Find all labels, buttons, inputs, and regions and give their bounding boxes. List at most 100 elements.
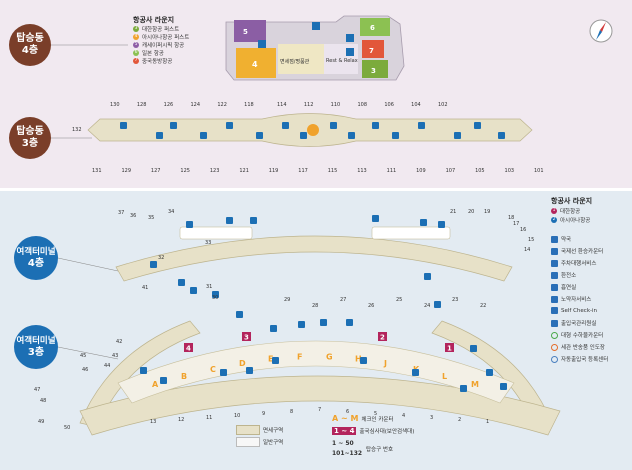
checkin-counter-label: M xyxy=(471,380,479,389)
legend-gates-label: 탑승구 번호 xyxy=(366,447,394,453)
gate-number: 17 xyxy=(513,221,519,227)
service-icon xyxy=(486,369,493,376)
gate-number: 31 xyxy=(206,284,212,290)
gate-number: 105 xyxy=(475,168,485,174)
badge-line2: 3층 xyxy=(21,138,39,149)
legend-checkin: A ~ M 체크인 카운터 xyxy=(332,414,394,423)
service-icon xyxy=(226,122,233,129)
legend-service-item: 노약자서비스 xyxy=(551,295,591,303)
service-icon xyxy=(312,22,320,30)
immigration-zone-icon xyxy=(378,332,387,341)
gate-number: 24 xyxy=(424,303,430,309)
legend-immigration-label: 출국심사대(보안검색대) xyxy=(359,429,415,435)
legend-gates-range2: 101~132 xyxy=(332,450,363,457)
gate-number: 101 xyxy=(534,168,544,174)
gate-number: 1 xyxy=(486,419,489,425)
lounge-number-icon: 4 xyxy=(133,34,139,40)
gate-number: 25 xyxy=(396,297,402,303)
badge-line2: 4층 xyxy=(21,45,39,56)
badge-line1: 여객터미널 xyxy=(16,247,56,257)
service-icon xyxy=(272,357,279,364)
gate-number: 45 xyxy=(80,353,86,359)
gate-number: 50 xyxy=(64,425,70,431)
service-icon xyxy=(190,287,197,294)
concourse-lounge-title: 항공사 라운지 xyxy=(133,16,175,24)
legend-service-item: 흡연실 xyxy=(551,283,576,291)
dutyfree-swatch xyxy=(236,425,260,435)
circle-item-name: 대형 수하물카운터 xyxy=(561,333,604,339)
gate-number: 117 xyxy=(298,168,308,174)
gate-number: 129 xyxy=(121,168,131,174)
service-icon xyxy=(460,385,467,392)
gate-number: 48 xyxy=(40,398,46,404)
circle-item-name: 세관 반송품 인도장 xyxy=(561,345,605,351)
gate-number: 29 xyxy=(284,297,290,303)
service-icon xyxy=(438,221,445,228)
gate-number: 43 xyxy=(112,353,118,359)
gate-number: 115 xyxy=(328,168,338,174)
service-icon xyxy=(178,279,185,286)
service-icon xyxy=(474,122,481,129)
lounge-4-area xyxy=(236,48,276,78)
checkin-counter-label: E xyxy=(268,355,273,364)
checkin-counter-label: H xyxy=(355,355,362,364)
lounge-1-icon xyxy=(258,40,266,48)
immigration-zone-number: 3 xyxy=(244,334,249,342)
service-name: 흡연실 xyxy=(561,285,577,291)
checkin-counter-label: F xyxy=(297,352,302,361)
service-name: Self Check-in xyxy=(561,307,598,314)
service-icon xyxy=(212,291,219,298)
lounge-name: 아시아나항공 퍼스트 xyxy=(142,35,190,41)
service-icon xyxy=(140,367,147,374)
gate-number: 41 xyxy=(142,285,148,291)
legend-service-item: 주차대행서비스 xyxy=(551,259,596,267)
info-icon xyxy=(307,124,319,136)
legend-dutyfree-label: 면세구역 xyxy=(263,428,284,434)
gate-number: 106 xyxy=(384,102,394,108)
circle-marker-icon xyxy=(551,331,558,339)
gate-number: 4 xyxy=(402,413,405,419)
legend-checkin-range: A ~ M xyxy=(332,414,359,423)
terminal-panel: 여객터미널 4층 여객터미널 3층 ABCDEFGHJKLM 373635343… xyxy=(0,191,632,470)
gate-number: 124 xyxy=(191,102,201,108)
service-name: 주차대행서비스 xyxy=(561,261,597,267)
gate-number: 128 xyxy=(137,102,147,108)
immigration-zone-icon xyxy=(184,343,193,352)
gate-number: 30 xyxy=(212,295,218,301)
lounge-name: 대한항공 xyxy=(560,209,581,215)
gate-number: 107 xyxy=(446,168,456,174)
service-icon xyxy=(420,219,427,226)
gate-number: 22 xyxy=(480,303,486,309)
checkin-counter-label: B xyxy=(181,372,187,381)
badge-line1: 탑승동 xyxy=(16,126,44,137)
legend-general-label: 일반구역 xyxy=(263,440,284,446)
lounge-number-icon: 5 xyxy=(133,42,139,48)
floor-badge-concourse-4: 탑승동 4층 xyxy=(9,24,51,66)
service-icon xyxy=(236,311,243,318)
legend-circle-item: 세관 반송품 인도장 xyxy=(551,343,605,351)
service-icon xyxy=(250,217,257,224)
checkin-counter-label: A xyxy=(152,380,159,389)
gate-number: 8 xyxy=(290,409,293,415)
service-icon xyxy=(346,319,353,326)
checkin-counter-label: G xyxy=(326,352,333,361)
lounge-4-num: 4 xyxy=(252,60,258,69)
gate-number: 27 xyxy=(340,297,346,303)
gate-number: 108 xyxy=(358,102,368,108)
service-icon xyxy=(348,132,355,139)
gate-number: 3 xyxy=(430,415,433,421)
service-name: 출입국관리원실 xyxy=(561,321,597,327)
lounge-number-icon: 7 xyxy=(133,58,139,64)
immigration-zone-icon xyxy=(445,343,454,352)
terminal-4f-block xyxy=(371,226,451,240)
service-name: 국제선 환승카운터 xyxy=(561,249,604,255)
gate-number: 49 xyxy=(38,419,44,425)
legend-immigration-range: 1 ~ 4 xyxy=(332,427,357,435)
gate-number: 104 xyxy=(411,102,421,108)
service-icon xyxy=(372,122,379,129)
service-name: 노약자서비스 xyxy=(561,297,592,303)
gate-number: 130 xyxy=(110,102,120,108)
